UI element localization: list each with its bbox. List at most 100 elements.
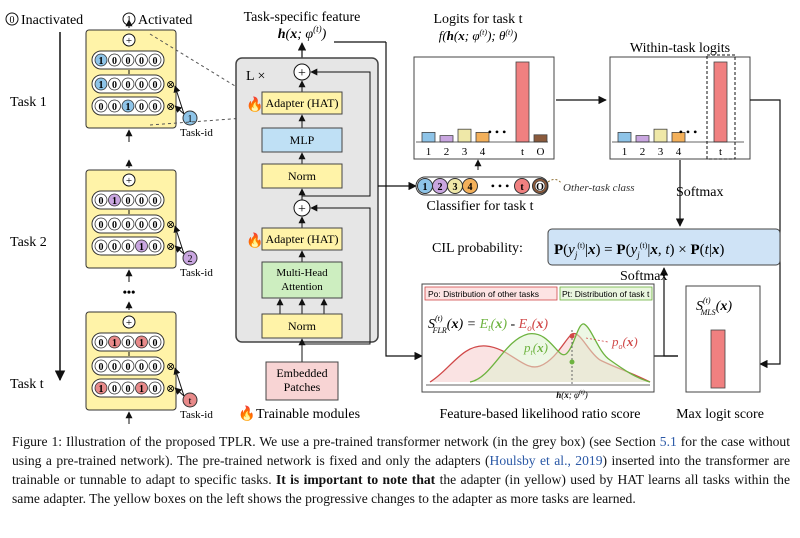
legend: 0 Inactivated 1 Activated <box>5 12 192 28</box>
plus-symbol: + <box>126 175 132 187</box>
legend-pt-box <box>559 286 653 301</box>
mask-cell <box>94 193 108 207</box>
mask-cell <box>121 53 135 67</box>
mask-cell <box>94 217 108 231</box>
bar-tick: 1 <box>622 146 628 158</box>
mask-value: 0 <box>126 338 131 349</box>
mask-cell <box>135 193 148 207</box>
legend-activated-label: Activated <box>138 13 192 28</box>
bar-tick: O <box>537 146 545 158</box>
mask-cell <box>121 335 135 349</box>
trainable-label: Trainable modules <box>256 407 360 422</box>
mask-value: 1 <box>139 384 144 395</box>
bar-tick: t <box>719 146 722 158</box>
logit-bar <box>617 131 632 143</box>
within-title: Within-task logits <box>630 41 730 56</box>
task-id-badge <box>182 392 198 408</box>
citation-link[interactable]: Houlsby et al., 2019 <box>489 453 603 468</box>
task-id-symbol: 2 <box>188 254 193 265</box>
task-id-label: Task-id <box>180 127 213 139</box>
mask-cell <box>135 239 148 253</box>
mask-value: 0 <box>139 362 144 373</box>
mask-value: 0 <box>99 242 104 253</box>
mask-cell <box>135 381 148 395</box>
mask-cell <box>108 193 121 207</box>
mask-value: 0 <box>126 196 131 207</box>
mask-value: 0 <box>99 102 104 113</box>
mask-cell <box>94 53 108 67</box>
mask-cell <box>108 359 121 373</box>
mask-cell <box>135 99 148 113</box>
multiply-icon: ⊗ <box>166 241 175 253</box>
mask-cell <box>94 77 108 91</box>
flame-icon: 🔥 <box>246 232 263 249</box>
bar-tick: 4 <box>480 146 486 158</box>
logit-bar <box>421 131 436 143</box>
mask-cell <box>108 217 121 231</box>
mask-value: 0 <box>126 242 131 253</box>
mask-cell <box>135 359 148 373</box>
mask-value: 0 <box>99 338 104 349</box>
classifier-node-label: 2 <box>438 182 443 193</box>
mask-cell <box>94 381 108 395</box>
caption-part-3: ) inserted into the transformer are trai… <box>12 453 790 487</box>
bar-tick: 1 <box>426 146 432 158</box>
mask-value: 0 <box>153 338 158 349</box>
adapter-hat-bottom <box>261 227 343 251</box>
bar-tick: 4 <box>676 146 682 158</box>
mask-cell <box>108 99 121 113</box>
classifier-node-label: 4 <box>468 182 473 193</box>
legend-pt-text: Pt: Distribution of task t <box>562 289 650 299</box>
mask-cell <box>148 99 162 113</box>
flame-icon: 🔥 <box>246 96 263 113</box>
tplr-diagram: 0 Inactivated 1 Activated Task 1+1000010… <box>5 10 781 424</box>
mask-value: 1 <box>139 338 144 349</box>
section-link[interactable]: 5.1 <box>659 434 677 449</box>
tasks-ellipsis: ••• <box>123 285 136 299</box>
mask-value: 0 <box>126 220 131 231</box>
logit-bar <box>533 134 548 143</box>
plus-symbol: + <box>126 317 132 329</box>
flr-formula: S(t)FLR(x) = Et(x) - Eo(x) <box>428 314 548 335</box>
attention-block <box>261 261 343 299</box>
bar-tick: t <box>521 146 524 158</box>
other-task-label: Other-task class <box>563 182 635 194</box>
cil: CIL probability: P(yj(t)|x) = P(yj(t)|x,… <box>432 228 781 266</box>
classifier-frame <box>415 176 549 196</box>
legend-po-box <box>424 286 558 301</box>
mask-value: 0 <box>139 196 144 207</box>
mask-value: 0 <box>126 362 131 373</box>
mask-value: 0 <box>139 80 144 91</box>
mask-cell <box>135 217 148 231</box>
multiply-icon: ⊗ <box>166 101 175 113</box>
mask-cell <box>135 53 148 67</box>
logits-title: Logits for task t <box>433 12 522 27</box>
mask-value: 0 <box>153 242 158 253</box>
mask-cell <box>148 239 162 253</box>
caption-bold: It is important to note that <box>275 472 436 487</box>
mask-cell <box>121 217 135 231</box>
plus-middle: + <box>298 202 306 217</box>
mask-cell <box>108 335 121 349</box>
mask-value: 0 <box>139 220 144 231</box>
task-label: Task t <box>10 377 44 392</box>
logits-dots: • • • <box>488 125 507 139</box>
mask-cell <box>108 77 121 91</box>
classifier-node-label: 3 <box>453 182 458 193</box>
mask-cell <box>121 193 135 207</box>
mask-cell <box>135 77 148 91</box>
mask-value: 1 <box>139 242 144 253</box>
mask-value: 1 <box>99 384 104 395</box>
mask-cell <box>108 53 121 67</box>
task-id-symbol: t <box>189 396 192 407</box>
mask-value: 0 <box>153 80 158 91</box>
legend-inactivated-label: Inactivated <box>21 13 83 28</box>
adapter-hat-top <box>261 91 343 115</box>
mask-value: 0 <box>153 56 158 67</box>
